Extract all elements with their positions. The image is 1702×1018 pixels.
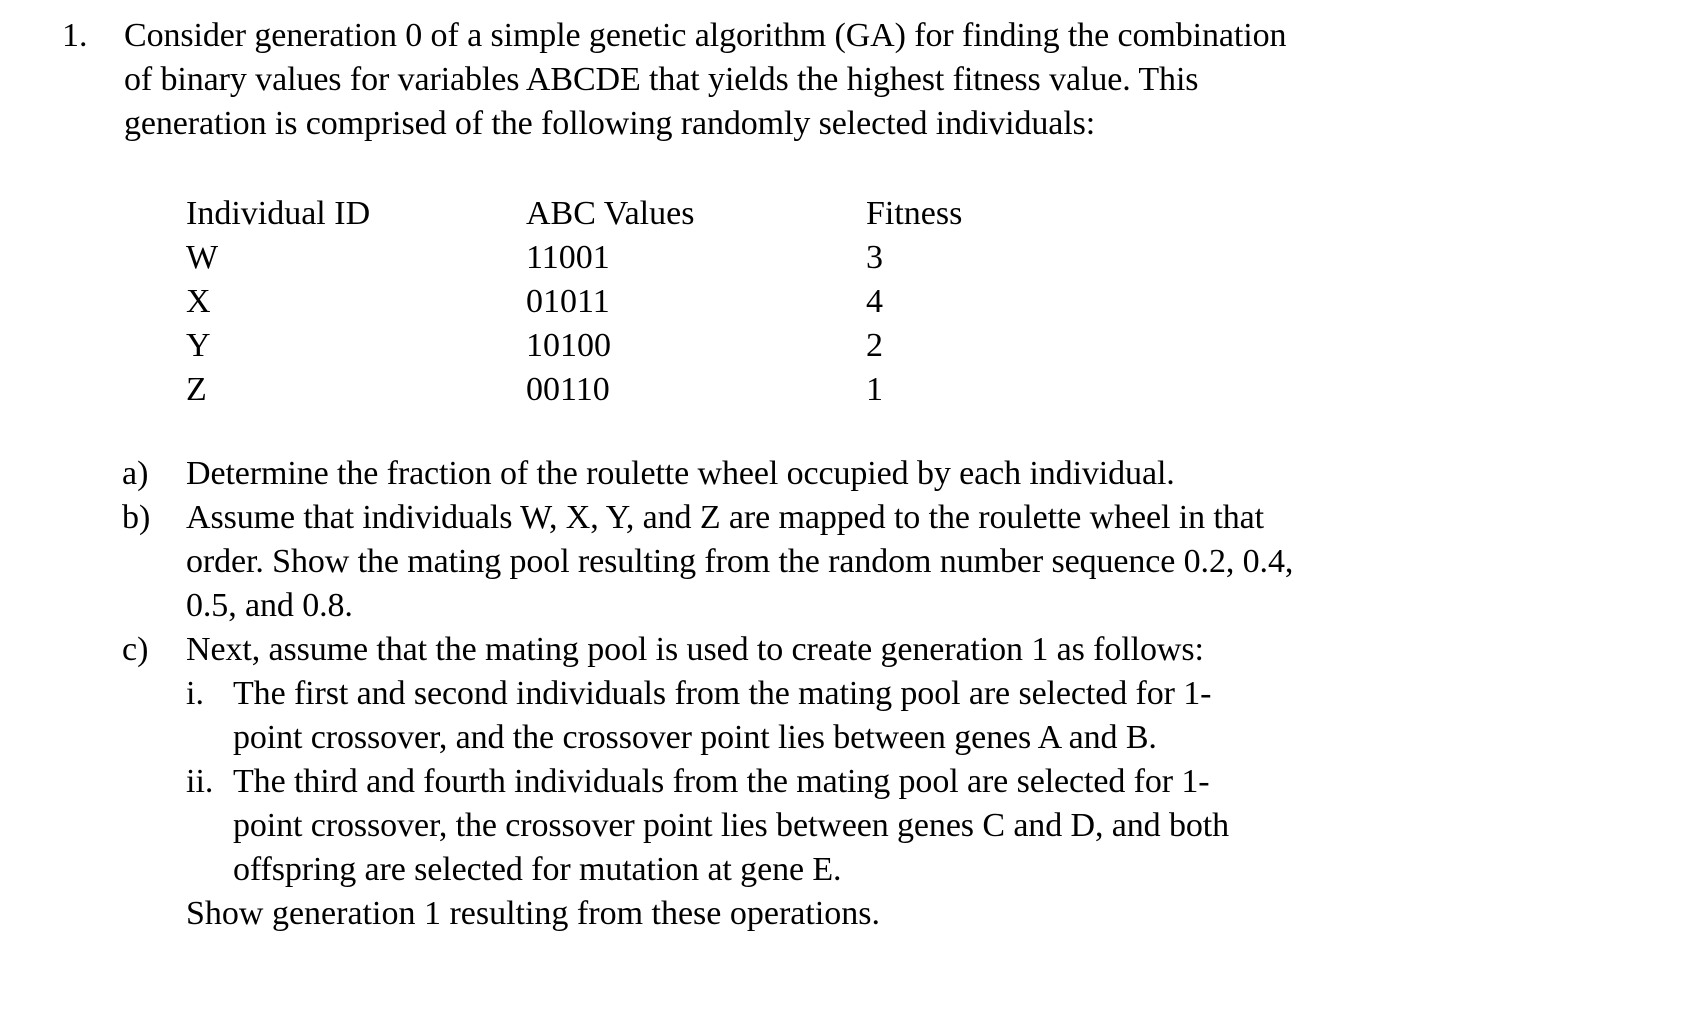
part-c-subitem-ii-text: The third and fourth individuals from th… bbox=[233, 760, 1482, 892]
part-a-marker: a) bbox=[122, 455, 149, 492]
part-c-text: Next, assume that the mating pool is use… bbox=[186, 628, 1482, 672]
cell-fitness: 4 bbox=[866, 283, 883, 320]
cell-individual-id: W bbox=[186, 239, 219, 276]
part-c-line-1: Next, assume that the mating pool is use… bbox=[186, 631, 1204, 668]
part-b-line-1: Assume that individuals W, X, Y, and Z a… bbox=[186, 499, 1264, 536]
cell-abc-values: 10100 bbox=[526, 327, 611, 364]
cell-fitness: 3 bbox=[866, 239, 883, 276]
cell-fitness: 1 bbox=[866, 371, 883, 408]
part-c: c) Next, assume that the mating pool is … bbox=[122, 628, 1482, 672]
table-row: W 11001 3 bbox=[186, 236, 1066, 280]
part-c-subitem-i-line-1: The first and second individuals from th… bbox=[233, 675, 1212, 712]
part-b-text: Assume that individuals W, X, Y, and Z a… bbox=[186, 496, 1482, 628]
part-c-subitem-i-line-2: point crossover, and the crossover point… bbox=[233, 719, 1157, 756]
individuals-table: Individual ID ABC Values Fitness W 11001… bbox=[186, 192, 1066, 412]
individuals-table-wrapper: Individual ID ABC Values Fitness W 11001… bbox=[186, 192, 1066, 412]
part-c-closing-line: Show generation 1 resulting from these o… bbox=[186, 895, 881, 932]
part-a-text: Determine the fraction of the roulette w… bbox=[186, 452, 1482, 496]
cell-abc-values: 01011 bbox=[526, 283, 610, 320]
parts-list: a) Determine the fraction of the roulett… bbox=[122, 452, 1482, 936]
table-row: Y 10100 2 bbox=[186, 324, 1066, 368]
part-c-subitem-i-text: The first and second individuals from th… bbox=[233, 672, 1482, 760]
cell-individual-id: Y bbox=[186, 327, 211, 364]
table-header-abc-values: ABC Values bbox=[526, 195, 695, 232]
part-c-subitem-ii-line-2: point crossover, the crossover point lie… bbox=[233, 807, 1229, 844]
cell-fitness: 2 bbox=[866, 327, 883, 364]
part-a: a) Determine the fraction of the roulett… bbox=[122, 452, 1482, 496]
part-c-subitem-i-marker: i. bbox=[186, 675, 204, 712]
question-intro-text: Consider generation 0 of a simple geneti… bbox=[124, 14, 1472, 146]
question-1-block: 1. Consider generation 0 of a simple gen… bbox=[62, 14, 1472, 146]
table-row: X 01011 4 bbox=[186, 280, 1066, 324]
part-c-marker: c) bbox=[122, 631, 149, 668]
question-intro-line-1: Consider generation 0 of a simple geneti… bbox=[124, 17, 1287, 54]
table-header-group: Individual ID ABC Values Fitness bbox=[186, 192, 1066, 236]
part-c-subitem-ii: ii. The third and fourth individuals fro… bbox=[122, 760, 1482, 892]
table-row: Z 00110 1 bbox=[186, 368, 1066, 412]
part-c-subitem-ii-marker: ii. bbox=[186, 763, 214, 800]
question-intro-line-3: generation is comprised of the following… bbox=[124, 105, 1096, 142]
part-a-line-1: Determine the fraction of the roulette w… bbox=[186, 455, 1175, 492]
part-b-line-3: 0.5, and 0.8. bbox=[186, 587, 353, 624]
part-c-subitem-ii-line-1: The third and fourth individuals from th… bbox=[233, 763, 1210, 800]
part-b-line-2: order. Show the mating pool resulting fr… bbox=[186, 543, 1294, 580]
cell-individual-id: Z bbox=[186, 371, 207, 408]
table-header-row: Individual ID ABC Values Fitness bbox=[186, 192, 1066, 236]
part-c-subitems: i. The first and second individuals from… bbox=[122, 672, 1482, 936]
cell-individual-id: X bbox=[186, 283, 211, 320]
part-c-subitem-i: i. The first and second individuals from… bbox=[122, 672, 1482, 760]
table-header-fitness: Fitness bbox=[866, 195, 963, 232]
question-1-row: 1. Consider generation 0 of a simple gen… bbox=[62, 14, 1472, 146]
question-number: 1. bbox=[62, 17, 88, 54]
cell-abc-values: 00110 bbox=[526, 371, 610, 408]
question-intro-line-2: of binary values for variables ABCDE tha… bbox=[124, 61, 1199, 98]
table-body: W 11001 3 X 01011 4 Y 10100 2 Z 00110 bbox=[186, 236, 1066, 412]
cell-abc-values: 11001 bbox=[526, 239, 610, 276]
part-c-subitem-ii-line-3: offspring are selected for mutation at g… bbox=[233, 851, 842, 888]
part-b-marker: b) bbox=[122, 499, 151, 536]
table-header-individual-id: Individual ID bbox=[186, 195, 371, 232]
part-b: b) Assume that individuals W, X, Y, and … bbox=[122, 496, 1482, 628]
